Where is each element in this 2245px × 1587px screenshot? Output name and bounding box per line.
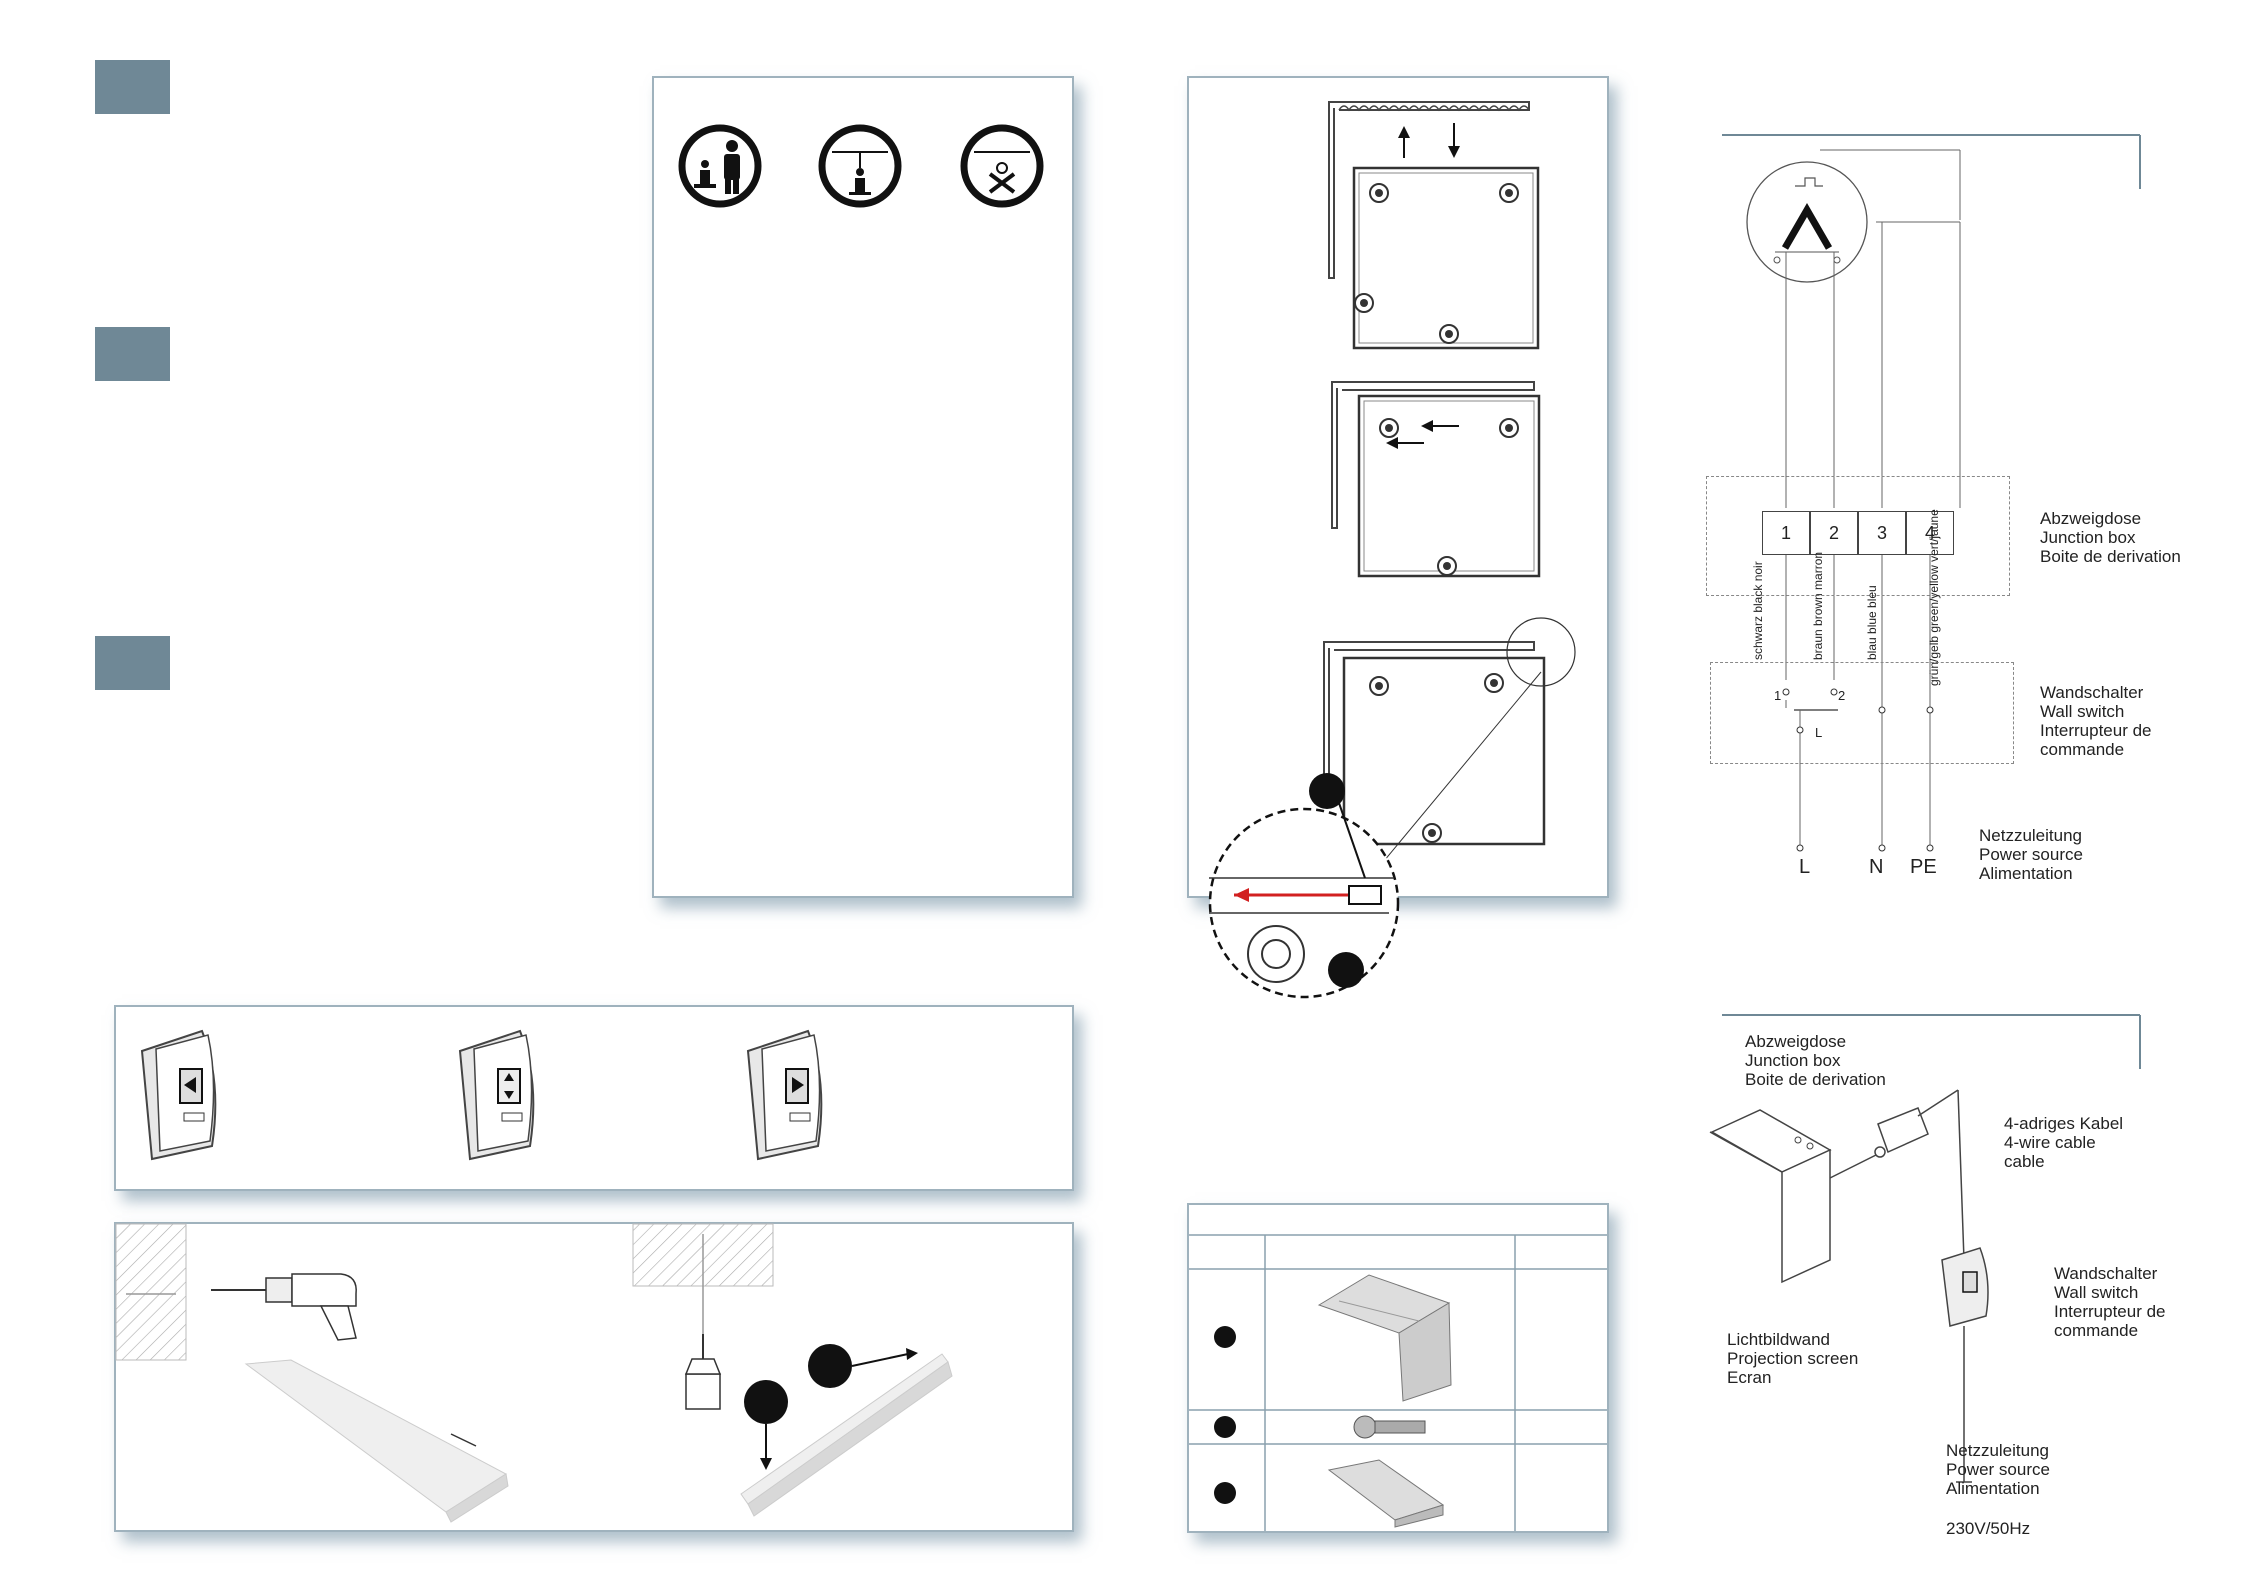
ceiling-mount-icon [818, 124, 902, 208]
installation-illustration [1709, 1089, 1989, 1483]
install-screen-label: Lichtbildwand Projection screen Ecran [1727, 1330, 1859, 1387]
power-source-label: Netzzuleitung Power source Alimentation [1979, 826, 2083, 883]
parts-table [1187, 1203, 1609, 1533]
wire-color-blue: blau blue bleu [1865, 585, 1879, 660]
install-junction-box-label: Abzweigdose Junction box Boite de deriva… [1745, 1032, 1886, 1089]
supply-line-l: L [1799, 856, 1811, 878]
supply-line-pe: PE [1910, 856, 1937, 878]
install-power-label: Netzzuleitung Power source Alimentation [1946, 1441, 2050, 1498]
switch-contact-l: L [1815, 725, 1823, 740]
wall-switch-label: Wandschalter Wall switch Interrupteur de… [2040, 683, 2152, 759]
mounting-steps-panel [1187, 76, 1609, 999]
wall-switch-down-icon [746, 1029, 823, 1161]
wiring-frame [1722, 134, 2141, 189]
safety-panel [652, 76, 1074, 898]
junction-box-label: Abzweigdose Junction box Boite de deriva… [2040, 509, 2181, 566]
wire-color-brown: braun brown marron [1811, 551, 1825, 660]
mounting-step-diagrams [1208, 101, 1576, 999]
install-cable-label: 4-adriges Kabel 4-wire cable cable [2004, 1114, 2124, 1171]
drilling-panel [114, 1222, 1074, 1532]
wire-color-green-yellow: grün/gelb green/yellow vert/jaune [1927, 509, 1941, 686]
junction-box-dashed [1706, 476, 2010, 596]
wiring-lines [1782, 149, 1961, 852]
install-voltage-label: 230V/50Hz [1946, 1519, 2031, 1538]
parts-table-grid [1189, 1234, 1607, 1531]
install-wall-switch-label: Wandschalter Wall switch Interrupteur de… [2054, 1264, 2166, 1340]
switch-contact-2: 2 [1838, 688, 1846, 703]
wall-switch-stop-icon [458, 1029, 535, 1161]
motor-symbol [1746, 161, 1868, 283]
installation-frame [1722, 1014, 2141, 1069]
section-tab-1 [95, 60, 170, 114]
section-tab-3 [95, 636, 170, 690]
switch-positions-panel [114, 1005, 1074, 1191]
supply-line-n: N [1869, 856, 1884, 878]
wire-color-black: schwarz black noir [1751, 561, 1765, 660]
wall-switch-dashed [1710, 662, 2014, 764]
wall-switch-up-icon [140, 1029, 217, 1161]
two-persons-warning-icon [678, 124, 762, 208]
switch-contact-1: 1 [1774, 688, 1782, 703]
drilling-illustrations [115, 1223, 953, 1523]
terminal-1: 1 [1762, 511, 1810, 555]
no-tools-icon [960, 124, 1044, 208]
terminal-3: 3 [1858, 511, 1906, 555]
section-tab-2 [95, 327, 170, 381]
terminal-4: 4 [1906, 511, 1954, 555]
terminal-2: 2 [1810, 511, 1858, 555]
